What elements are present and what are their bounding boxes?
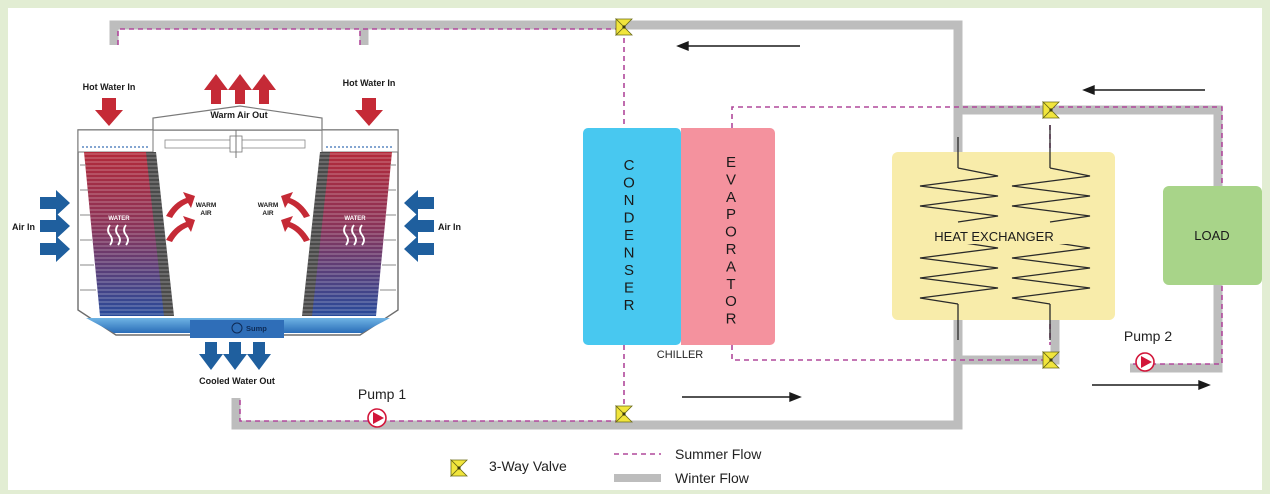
label-letter: C: [624, 157, 635, 174]
pump-2-label: Pump 2: [1124, 328, 1172, 344]
valve-icon: [450, 459, 468, 477]
cooling-tower: [77, 105, 399, 338]
label-letter: A: [726, 258, 736, 275]
legend-winter-label: Winter Flow: [675, 470, 750, 486]
label-letter: R: [726, 311, 737, 328]
label-letter: O: [725, 224, 737, 241]
air-in-right-label: Air In: [438, 222, 461, 232]
legend: 3-Way Valve Summer Flow Winter Flow: [450, 446, 762, 486]
warm-air-right-label-2: AIR: [262, 210, 274, 217]
label-letter: O: [623, 175, 635, 192]
label-letter: E: [624, 280, 634, 297]
evaporator-block: [681, 128, 775, 345]
heat-exchanger: [892, 125, 1115, 340]
label-letter: R: [624, 297, 635, 314]
warm-air-left-label-2: AIR: [200, 210, 212, 217]
air-in-arrows: [40, 190, 434, 262]
label-letter: R: [726, 241, 737, 258]
valve-bottom-icon: [615, 405, 633, 423]
water-left-label: WATER: [108, 216, 130, 222]
pump-1-label: Pump 1: [358, 386, 406, 402]
label-letter: E: [624, 227, 634, 244]
warm-air-arrows: [166, 192, 310, 242]
cooled-water-out-arrows: [199, 342, 271, 370]
heat-exchanger-label: HEAT EXCHANGER: [934, 229, 1053, 244]
warm-air-right-label-1: WARM: [258, 202, 279, 209]
chiller-label: CHILLER: [657, 349, 704, 361]
label-letter: V: [726, 171, 736, 188]
label-letter: A: [726, 189, 736, 206]
label-letter: D: [624, 210, 635, 227]
hot-water-in-arrows: [95, 98, 383, 126]
cooled-water-out-label: Cooled Water Out: [199, 376, 275, 386]
label-letter: P: [726, 206, 736, 223]
label-letter: E: [726, 154, 736, 171]
label-letter: S: [624, 262, 634, 279]
label-letter: T: [726, 276, 735, 293]
pump-1-icon: [367, 408, 387, 428]
label-letter: O: [725, 293, 737, 310]
pump-2-icon: [1135, 352, 1155, 372]
fan-icon: [164, 130, 306, 158]
legend-valve-icon: [450, 459, 468, 477]
water-right-label: WATER: [344, 216, 366, 222]
legend-summer-label: Summer Flow: [675, 446, 762, 462]
label-letter: N: [624, 192, 635, 209]
sump-label: Sump: [246, 324, 267, 333]
valve-top-icon: [615, 18, 633, 36]
warm-air-out-label: Warm Air Out: [210, 110, 267, 120]
flow-arrows: [676, 40, 1211, 403]
legend-valve-label: 3-Way Valve: [489, 458, 567, 474]
condenser-block: [583, 128, 681, 345]
hot-water-in-right-label: Hot Water In: [343, 78, 396, 88]
hot-water-in-left-label: Hot Water In: [83, 82, 136, 92]
load-label: LOAD: [1194, 228, 1229, 243]
air-in-left-label: Air In: [12, 222, 35, 232]
warm-air-out-arrows: [204, 74, 276, 104]
label-letter: N: [624, 245, 635, 262]
valve-hx-top-icon: [1042, 101, 1060, 119]
warm-air-left-label-1: WARM: [196, 202, 217, 209]
load-block: [1163, 186, 1262, 285]
valve-hx-bottom-icon: [1042, 351, 1060, 369]
